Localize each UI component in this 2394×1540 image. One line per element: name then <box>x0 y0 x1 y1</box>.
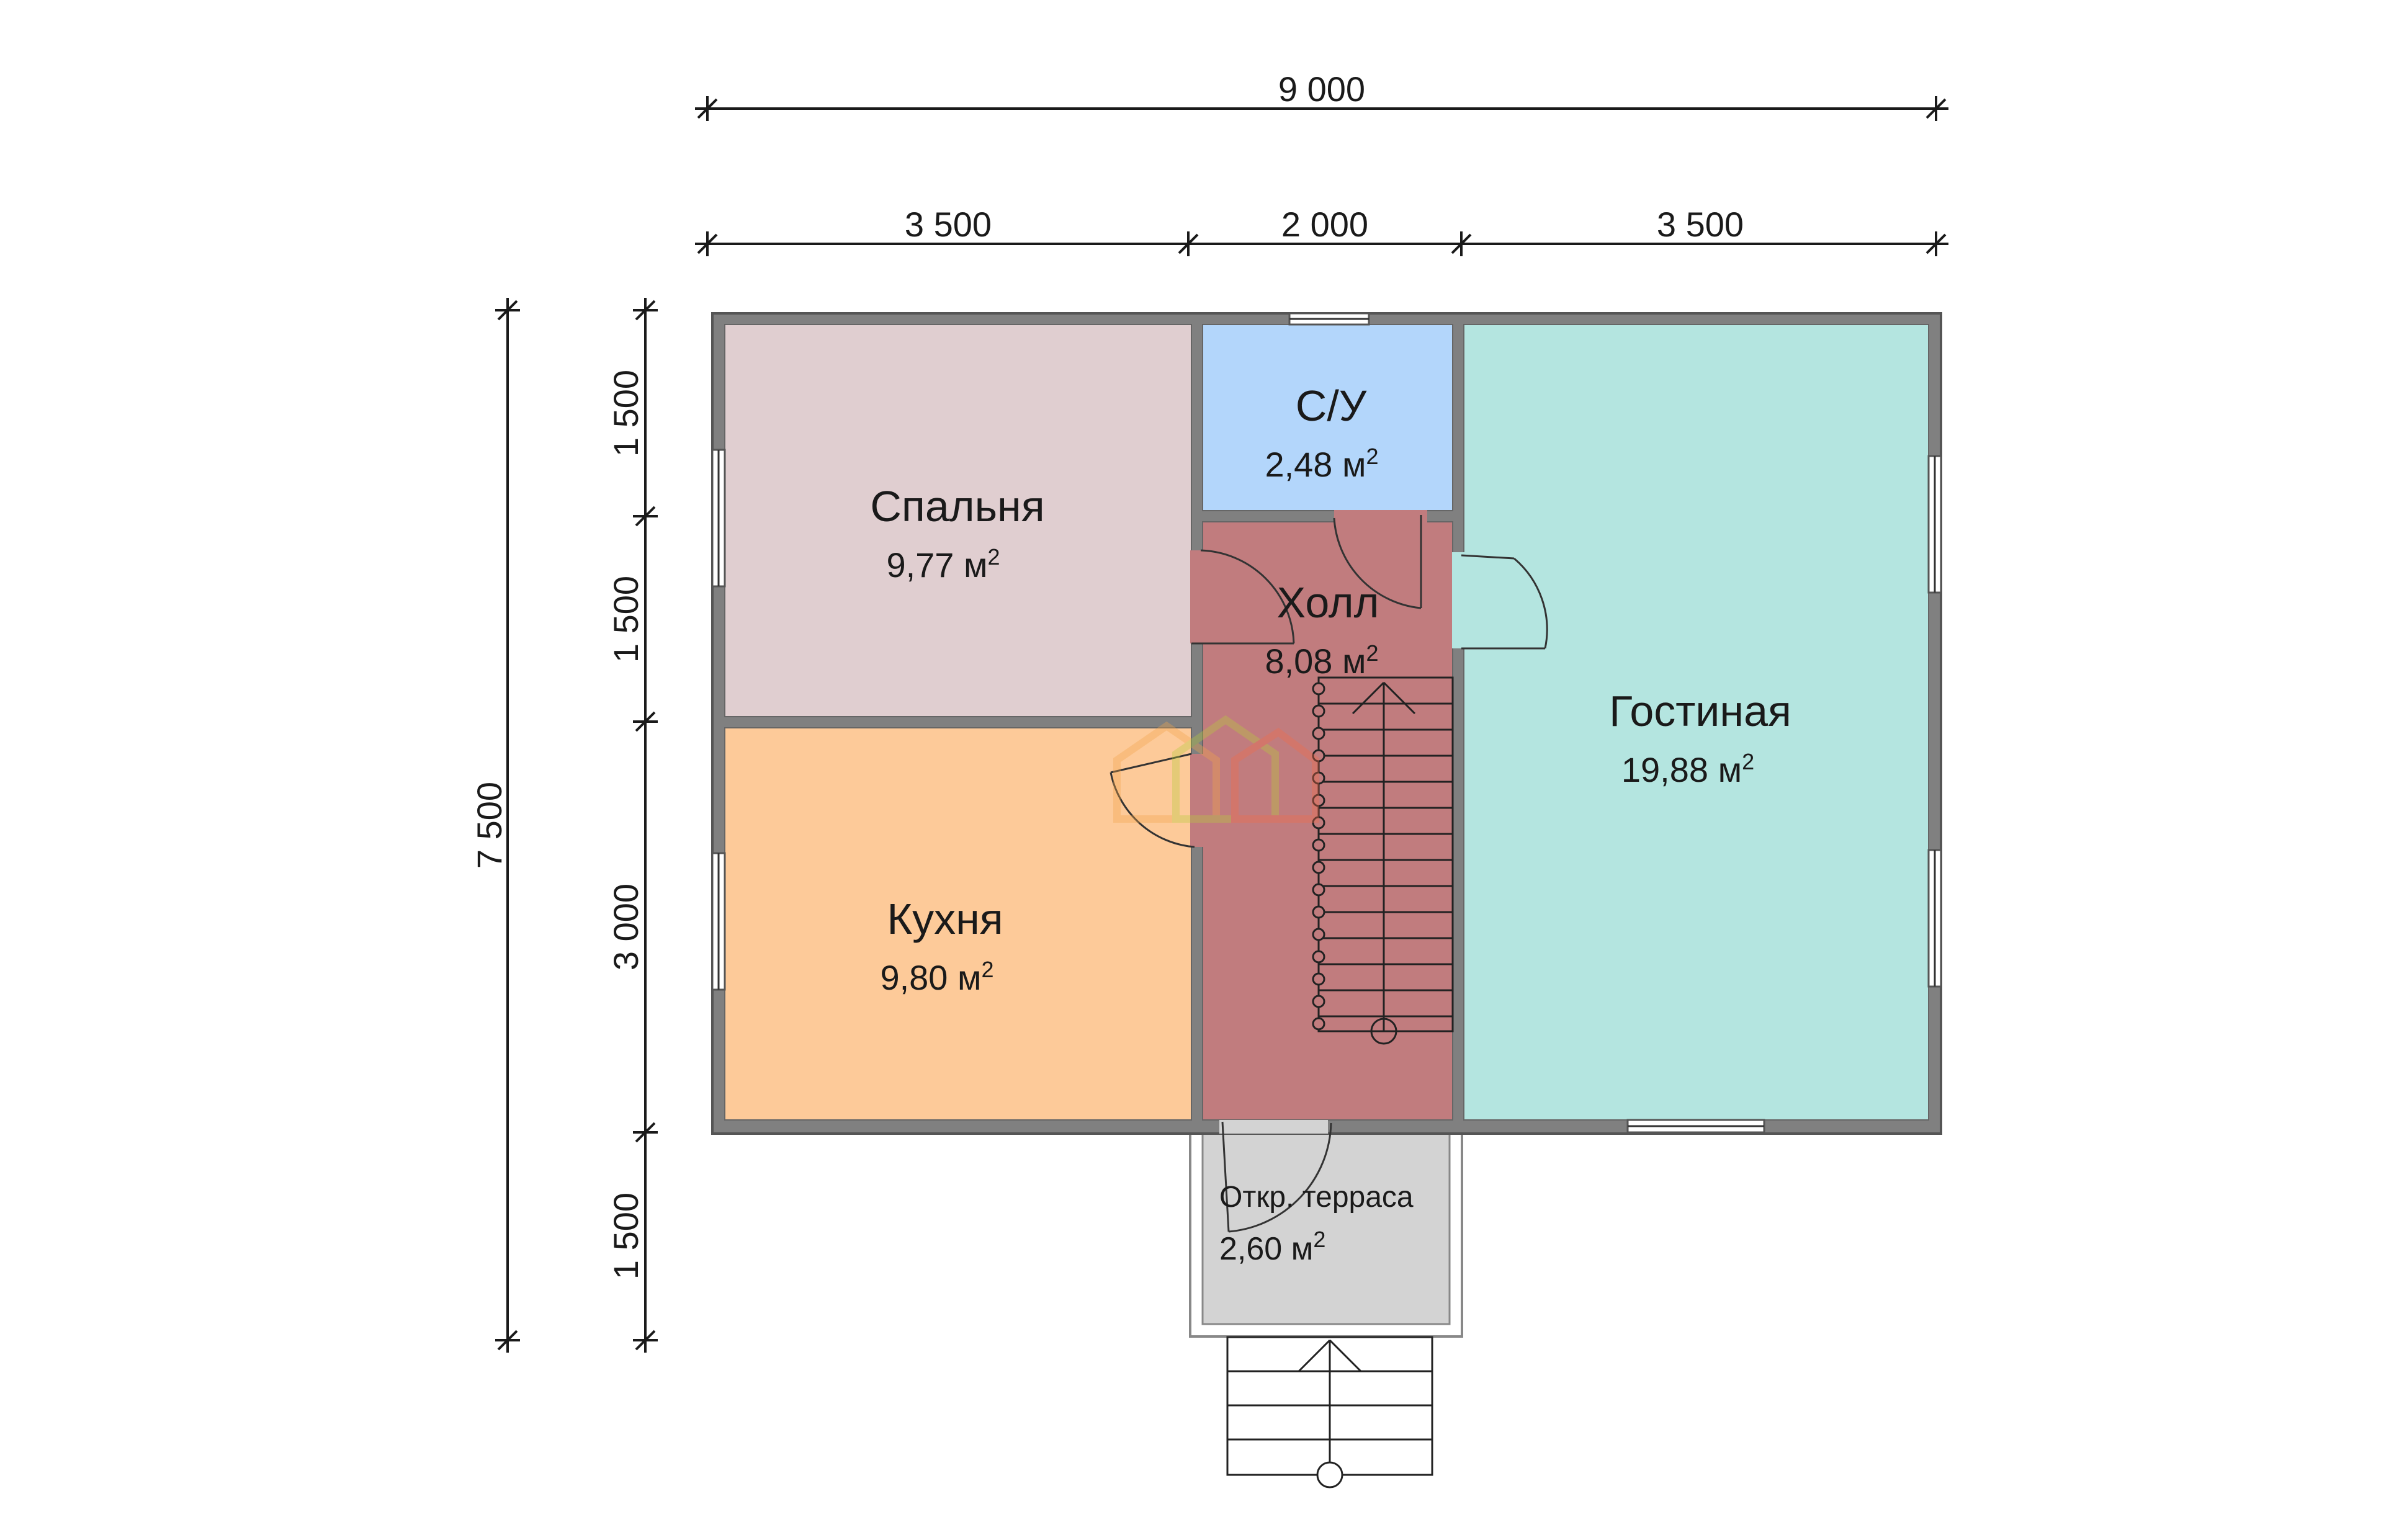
dim-vertical-4: 1 500 <box>606 1193 645 1279</box>
label-bathroom-name: С/У <box>1296 382 1367 430</box>
terrace <box>1189 1129 1463 1338</box>
label-bathroom-area: 2,48 м2 <box>1265 444 1378 484</box>
room-hall <box>1202 521 1453 1121</box>
label-hall-name: Холл <box>1277 578 1379 627</box>
dimension-lines: 9 000 3 500 2 000 3 500 7 500 1 500 <box>470 69 1948 1353</box>
label-bedroom-area: 9,77 м2 <box>886 544 1000 584</box>
label-kitchen-name: Кухня <box>887 895 1003 943</box>
windows <box>711 312 1942 1134</box>
label-terrace-area: 2,60 м2 <box>1219 1227 1325 1267</box>
dim-vertical-1: 1 500 <box>606 370 645 457</box>
interior-stairs <box>1312 676 1454 1045</box>
dim-vertical-2: 1 500 <box>606 576 645 663</box>
dim-segment-1: 3 500 <box>905 205 992 244</box>
label-terrace-name: Откр. терраса <box>1219 1181 1414 1214</box>
dim-segment-3: 3 500 <box>1657 205 1744 244</box>
label-living-name: Гостиная <box>1609 687 1791 735</box>
room-bathroom <box>1202 324 1453 511</box>
room-labels: С/У 2,48 м2 Спальня 9,77 м2 Холл 8,08 м2… <box>870 382 1791 1267</box>
terrace-floor <box>1201 1129 1451 1325</box>
watermark-logo <box>1113 715 1319 823</box>
doors <box>1110 510 1548 1233</box>
room-kitchen <box>724 727 1192 1121</box>
entrance-steps <box>1226 1336 1433 1489</box>
label-living-area: 19,88 м2 <box>1621 749 1754 789</box>
dim-overall-height: 7 500 <box>470 782 509 869</box>
dim-overall-width: 9 000 <box>1278 69 1365 109</box>
room-living <box>1463 324 1929 1121</box>
label-bedroom-name: Спальня <box>870 482 1044 530</box>
room-bedroom <box>724 324 1192 717</box>
label-hall-area: 8,08 м2 <box>1265 640 1378 681</box>
label-kitchen-area: 9,80 м2 <box>880 957 993 997</box>
dim-segment-2: 2 000 <box>1281 205 1368 244</box>
dim-vertical-3: 3 000 <box>606 884 645 970</box>
